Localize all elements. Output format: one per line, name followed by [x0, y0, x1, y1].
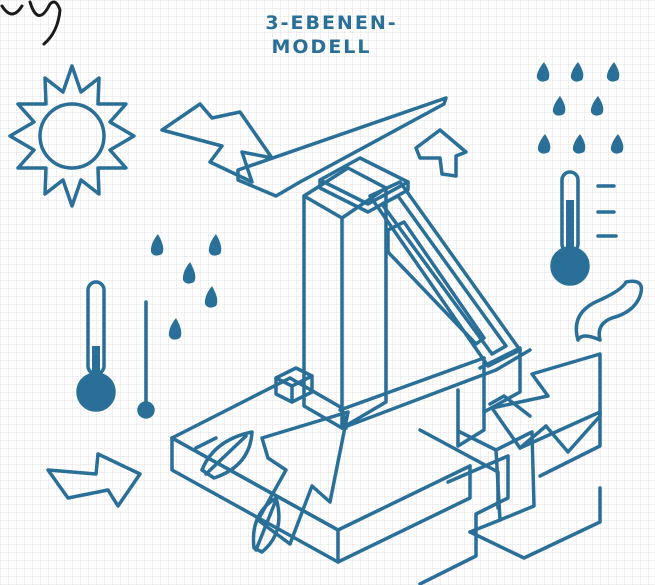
diagram-title-line-1: 3-EBENEN-: [4, 12, 655, 34]
diagram-title-line-2: MODELL: [0, 36, 649, 58]
